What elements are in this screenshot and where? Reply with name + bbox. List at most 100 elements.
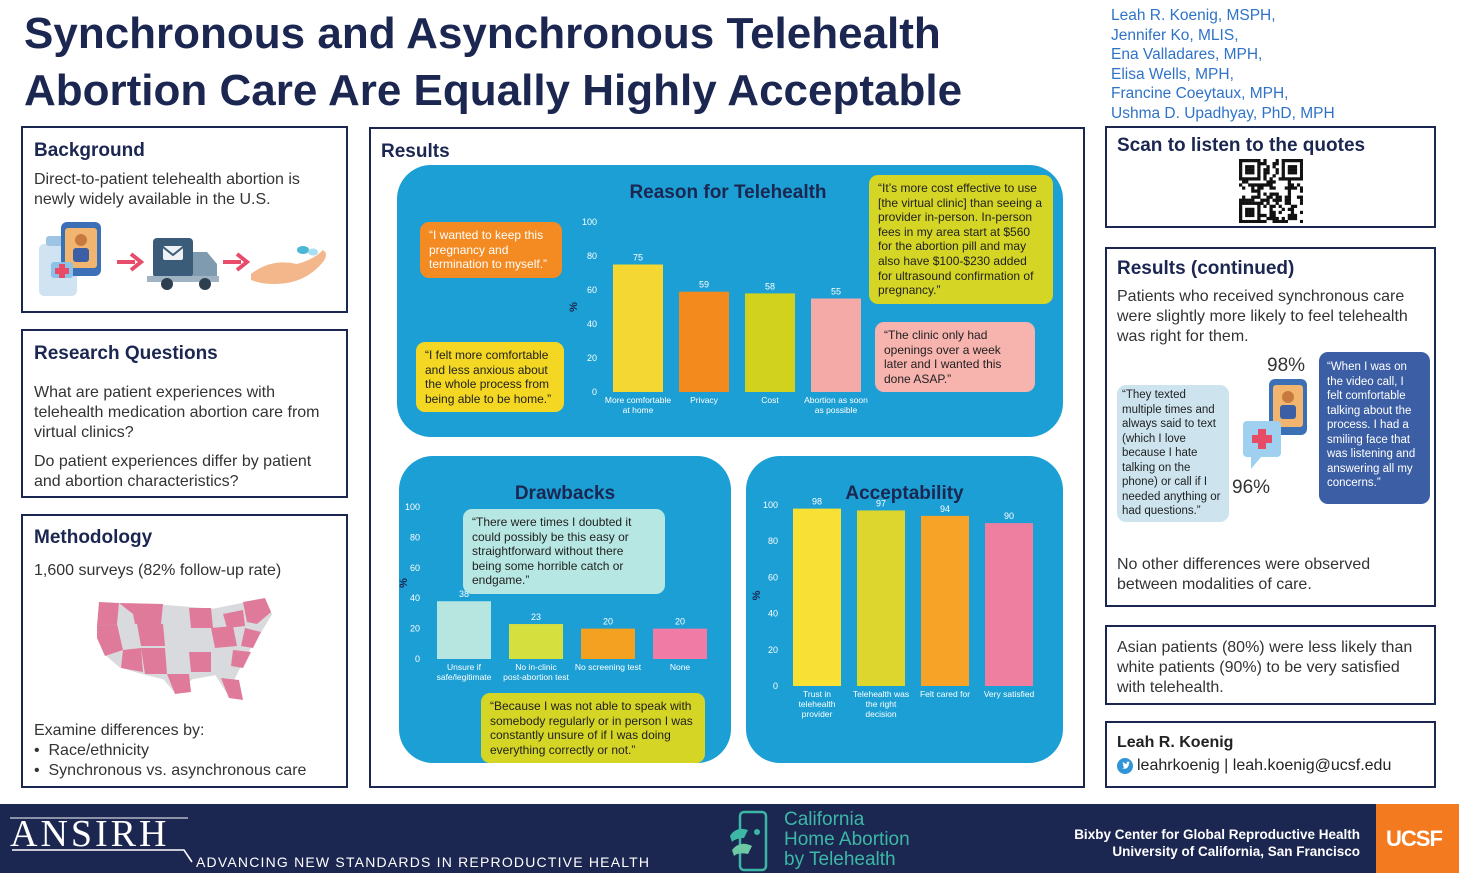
y-tick-label: 80 — [768, 536, 778, 546]
acceptability-chart-title: Acceptability — [845, 483, 964, 504]
y-tick-label: 0 — [592, 387, 597, 397]
research-question-1: What are patient experiences with telehe… — [34, 384, 320, 441]
y-tick-label: 60 — [587, 285, 597, 295]
x-tick-label: telehealth — [799, 699, 836, 709]
asian-patients-box: Asian patients (80%) were less likely th… — [1105, 625, 1436, 705]
bar — [613, 264, 663, 392]
contact-box: Leah R. Koenig leahrkoenig | leah.koenig… — [1105, 721, 1436, 788]
y-tick-label: 100 — [763, 500, 778, 510]
y-tick-label: 40 — [768, 609, 778, 619]
x-tick-label: No in-clinic — [515, 662, 557, 672]
bar-value-label: 94 — [940, 504, 950, 514]
y-axis-label: % — [399, 578, 410, 588]
contact-line[interactable]: leahrkoenig | leah.koenig@ucsf.edu — [1137, 757, 1392, 774]
delivery-truck-icon — [147, 238, 219, 290]
bar — [811, 298, 861, 392]
bar — [793, 508, 841, 686]
author: Leah R. Koenig, MSPH, — [1111, 7, 1276, 24]
x-tick-label: Trust in — [803, 689, 831, 699]
results-heading: Results — [381, 141, 450, 162]
author: Elisa Wells, MPH, — [1111, 65, 1234, 83]
y-tick-label: 80 — [587, 251, 597, 261]
y-axis-label: % — [568, 302, 580, 312]
results-continued-text-1: Patients who received synchronous care w… — [1117, 288, 1408, 345]
bar-value-label: 75 — [633, 253, 643, 263]
background-heading: Background — [34, 140, 145, 161]
author: Jennifer Ko, MLIS, — [1111, 26, 1239, 44]
author: Francine Coeytaux, MPH, — [1111, 85, 1289, 103]
phone-clipboard-icon — [39, 222, 101, 296]
y-tick-label: 60 — [410, 563, 420, 573]
x-tick-label: the right — [866, 699, 897, 709]
y-tick-label: 0 — [415, 654, 420, 664]
y-axis-label: % — [751, 590, 763, 600]
ansirh-tagline: ADVANCING NEW STANDARDS IN REPRODUCTIVE … — [196, 854, 651, 870]
telehealth-process-illustration — [39, 222, 326, 296]
reason-chart-title: Reason for Telehealth — [629, 182, 827, 203]
bar — [985, 523, 1033, 686]
bar-value-label: 58 — [765, 281, 775, 291]
x-tick-label: safe/legitimate — [437, 672, 492, 682]
background-text: Direct-to-patient telehealth abortion is… — [34, 171, 300, 208]
methodology-bullet: • Race/ethnicity — [34, 742, 149, 759]
bar-value-label: 20 — [603, 617, 613, 627]
y-tick-label: 100 — [582, 217, 597, 227]
bar — [857, 510, 905, 686]
bar — [745, 293, 795, 392]
quote-bubble-privacy: “I wanted to keep this pregnancy and ter… — [420, 222, 562, 278]
x-tick-label: Unsure if — [447, 662, 482, 672]
bar — [653, 628, 707, 659]
bar — [679, 291, 729, 392]
us-states-map — [96, 597, 274, 701]
y-tick-label: 40 — [587, 319, 597, 329]
y-tick-label: 80 — [410, 532, 420, 542]
bar-value-label: 98 — [812, 497, 822, 507]
research-question-2: Do patient experiences differ by patient… — [34, 453, 312, 490]
research-questions-box: Research Questions What are patient expe… — [21, 329, 348, 498]
x-tick-label: post-abortion test — [503, 672, 569, 682]
x-tick-label: decision — [865, 709, 896, 719]
pct-synchronous: 98% — [1267, 355, 1306, 376]
x-tick-label: Telehealth was — [853, 689, 909, 699]
qr-box: Scan to listen to the quotes — [1105, 126, 1436, 228]
bar-value-label: 59 — [699, 280, 709, 290]
x-tick-label: None — [670, 662, 691, 672]
california-logo-text: California Home Abortion by Telehealth — [784, 809, 910, 870]
quote-bubble-cost: “It’s more cost effective to use [the vi… — [869, 175, 1053, 304]
phone-and-chat-icon — [1243, 379, 1307, 469]
bar-value-label: 38 — [459, 589, 469, 599]
x-tick-label: at home — [623, 405, 654, 415]
y-tick-label: 20 — [768, 645, 778, 655]
quote-bubble-async: “They texted multiple times and always s… — [1117, 385, 1229, 522]
twitter-icon[interactable] — [1117, 758, 1133, 774]
quote-bubble-asap: “The clinic only had openings over a wee… — [875, 322, 1035, 393]
author: Ena Valladares, MPH, — [1111, 46, 1263, 64]
poster-title-line-1: Synchronous and Asynchronous Telehealth — [24, 9, 941, 58]
x-tick-label: No screening test — [575, 662, 642, 672]
drawbacks-chart-title: Drawbacks — [514, 483, 616, 504]
footer: ANSIRH ADVANCING NEW STANDARDS IN REPROD… — [0, 804, 1459, 873]
bar-value-label: 90 — [1004, 511, 1014, 521]
ucsf-logo: UCSF — [1376, 804, 1459, 873]
y-tick-label: 60 — [768, 572, 778, 582]
bar — [437, 601, 491, 659]
methodology-box: Methodology 1,600 surveys (82% follow-up… — [21, 514, 348, 788]
methodology-examine-label: Examine differences by: — [34, 722, 205, 739]
x-tick-label: as possible — [815, 405, 858, 415]
y-tick-label: 40 — [410, 593, 420, 603]
author: Ushma D. Upadhyay, PhD, MPH — [1111, 104, 1335, 122]
methodology-bullet: • Synchronous vs. asynchronous care — [34, 762, 307, 779]
hand-with-pill-icon — [251, 246, 326, 284]
x-tick-label: Very satisfied — [984, 689, 1035, 699]
research-questions-heading: Research Questions — [34, 343, 218, 364]
qr-code-icon[interactable] — [1239, 159, 1303, 223]
arrow-right-icon — [117, 252, 145, 272]
author-list: Leah R. Koenig, MSPH, Jennifer Ko, MLIS,… — [1111, 6, 1335, 124]
ansirh-logo: ANSIRH — [10, 813, 170, 855]
y-tick-label: 0 — [773, 681, 778, 691]
